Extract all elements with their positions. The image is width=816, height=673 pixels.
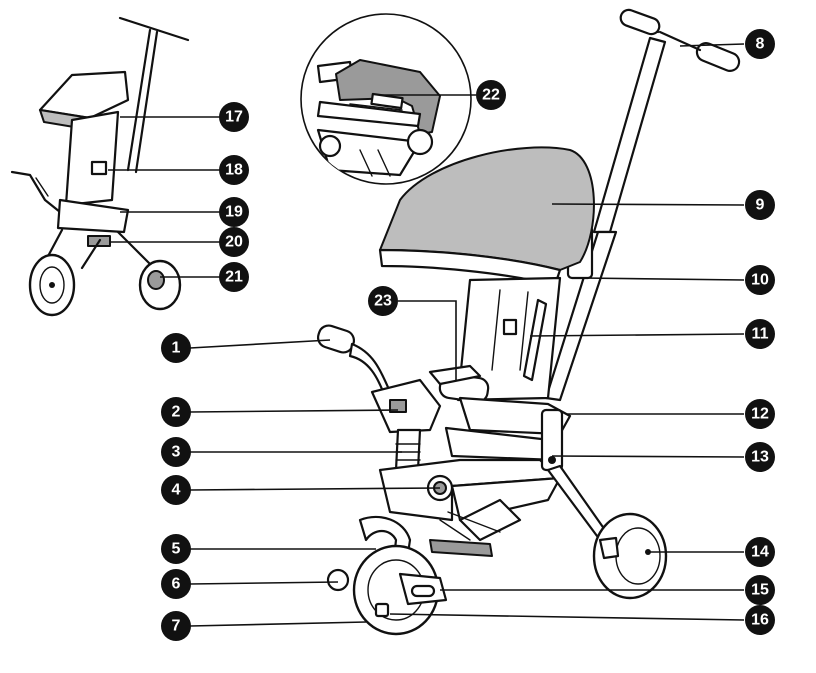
callout-22: 22 <box>476 80 506 110</box>
leader-6 <box>189 581 339 585</box>
callout-8: 8 <box>745 29 775 59</box>
callout-2-number: 2 <box>172 404 181 421</box>
leader-8 <box>679 43 745 47</box>
callout-18-number: 18 <box>225 162 243 179</box>
callout-3: 3 <box>161 437 191 467</box>
callout-6: 6 <box>161 569 191 599</box>
leader-7 <box>189 621 367 627</box>
callout-1-number: 1 <box>172 340 181 357</box>
leader-10 <box>581 277 745 281</box>
leader-13 <box>551 455 745 458</box>
callout-5-number: 5 <box>172 541 181 558</box>
leader-11 <box>529 333 745 337</box>
callout-5: 5 <box>161 534 191 564</box>
front-pedal <box>326 568 350 592</box>
callout-7: 7 <box>161 611 191 641</box>
callout-10-number: 10 <box>751 272 769 289</box>
footrest <box>429 539 493 557</box>
callout-6-number: 6 <box>172 576 181 593</box>
callout-11: 11 <box>745 319 775 349</box>
callout-22-number: 22 <box>482 87 500 104</box>
callout-3-number: 3 <box>172 444 181 461</box>
callout-17-number: 17 <box>225 109 243 126</box>
callout-19: 19 <box>219 197 249 227</box>
callout-16: 16 <box>745 605 775 635</box>
folded-push-bar <box>126 28 152 172</box>
leader-4 <box>189 487 441 491</box>
callout-19-number: 19 <box>225 204 243 221</box>
callout-7-number: 7 <box>172 618 181 635</box>
callout-20-number: 20 <box>225 234 243 251</box>
callout-21-number: 21 <box>225 269 243 286</box>
folded-seat-back <box>64 110 120 207</box>
steering-column <box>394 428 422 472</box>
callout-4: 4 <box>161 475 191 505</box>
folded-push-handle-grip <box>118 16 190 42</box>
callout-9-number: 9 <box>756 197 765 214</box>
callout-10: 10 <box>745 265 775 295</box>
callout-16-number: 16 <box>751 612 769 629</box>
callout-8-number: 8 <box>756 36 765 53</box>
callout-18: 18 <box>219 155 249 185</box>
folded-harness-buckle <box>90 160 108 176</box>
callout-13-number: 13 <box>751 449 769 466</box>
leader-1 <box>189 339 331 349</box>
callout-14-number: 14 <box>751 544 769 561</box>
callout-14: 14 <box>745 537 775 567</box>
callout-17: 17 <box>219 102 249 132</box>
callout-23-number: 23 <box>374 293 392 310</box>
callout-21: 21 <box>219 262 249 292</box>
callout-9: 9 <box>745 190 775 220</box>
callout-4-number: 4 <box>172 482 181 499</box>
handlebar-lock-button <box>389 399 407 413</box>
leader-23 <box>398 300 457 380</box>
callout-1: 1 <box>161 333 191 363</box>
callout-13: 13 <box>745 442 775 472</box>
callout-12-number: 12 <box>751 406 769 423</box>
folded-frame-body <box>56 198 130 234</box>
safety-harness-strap <box>522 298 548 382</box>
callout-11-number: 11 <box>752 326 769 343</box>
leader-9 <box>551 203 745 206</box>
leader-16 <box>389 613 745 621</box>
folded-tricycle-view <box>10 16 220 317</box>
callout-15: 15 <box>745 575 775 605</box>
push-bar-tube <box>592 36 667 234</box>
callout-20: 20 <box>219 227 249 257</box>
callout-15-number: 15 <box>751 582 769 599</box>
callout-2: 2 <box>161 397 191 427</box>
rear-wheel <box>592 512 668 600</box>
folded-handlebar <box>10 170 62 214</box>
callout-12: 12 <box>745 399 775 429</box>
main-tricycle-view <box>189 8 745 636</box>
armrest-detail-inset <box>300 13 476 185</box>
leader-2 <box>189 409 399 413</box>
callout-23: 23 <box>368 286 398 316</box>
